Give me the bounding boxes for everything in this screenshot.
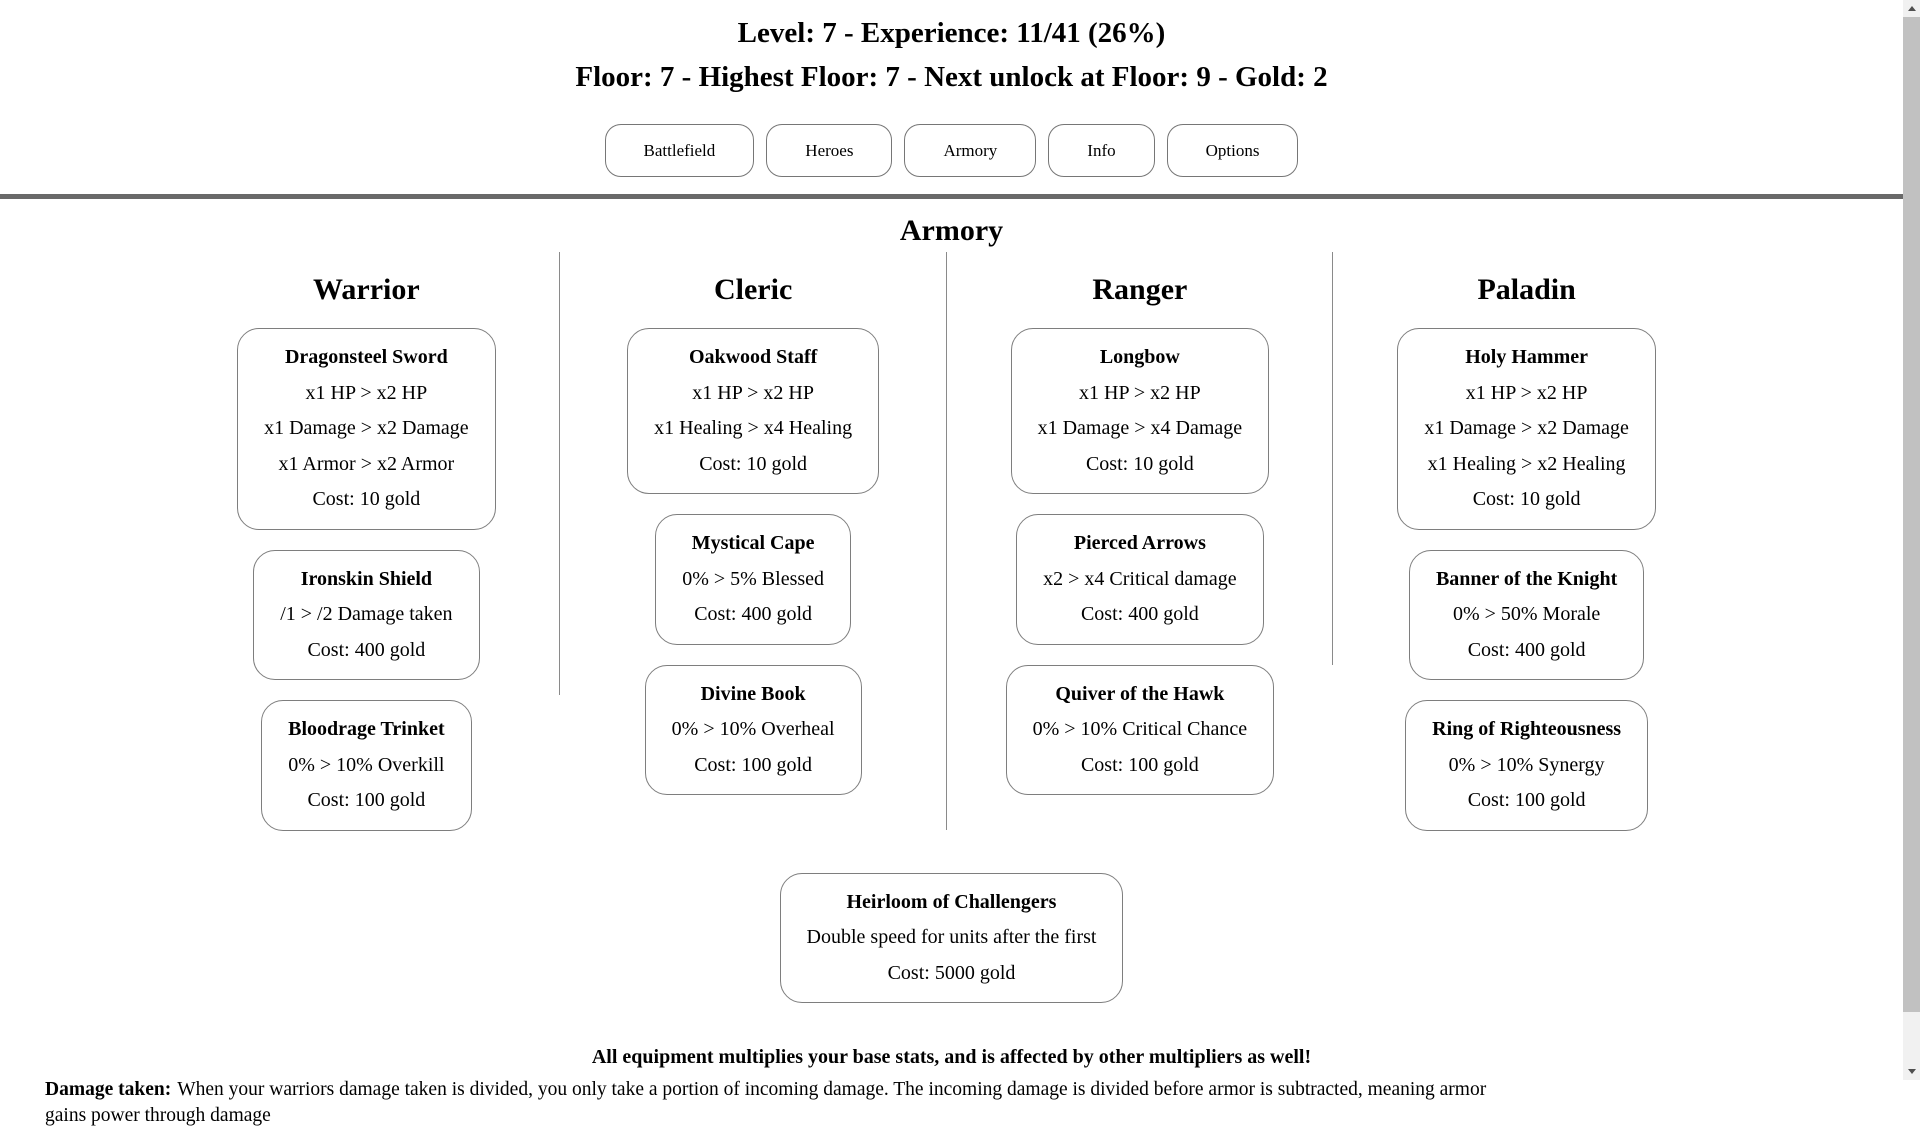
item-cost: Cost: 5000 gold <box>887 961 1016 984</box>
item-effect: x1 Damage > x2 Damage <box>1424 417 1629 439</box>
item-effect: x1 Damage > x4 Damage <box>1037 417 1243 439</box>
item-name: Longbow <box>1099 346 1180 368</box>
column-header: Ranger <box>1092 273 1188 306</box>
item-card-longbow[interactable]: Longbow x1 HP > x2 HP x1 Damage > x4 Dam… <box>1010 328 1270 494</box>
item-cost: Cost: 400 gold <box>1080 603 1199 625</box>
item-cost: Cost: 10 gold <box>1472 488 1581 510</box>
item-name: Mystical Cape <box>691 532 815 554</box>
item-cost: Cost: 10 gold <box>699 452 808 475</box>
nav-button-battlefield[interactable]: Battlefield <box>604 124 755 177</box>
scrollbar-thumb[interactable] <box>1903 17 1920 1012</box>
item-effect: x1 Healing > x2 Healing <box>1427 452 1626 475</box>
nav-button-armory[interactable]: Armory <box>904 124 1037 177</box>
scroll-down-button[interactable] <box>1903 1063 1920 1080</box>
item-name: Ring of Righteousness <box>1432 718 1622 740</box>
tip-term: Damage taken: <box>45 1079 172 1100</box>
item-card-pierced-arrows[interactable]: Pierced Arrows x2 > x4 Critical damage C… <box>1016 514 1264 645</box>
scroll-down-icon <box>1907 1069 1916 1074</box>
main-nav: Battlefield Heroes Armory Info Options <box>0 124 1903 177</box>
item-card-holy-hammer[interactable]: Holy Hammer x1 HP > x2 HP x1 Damage > x2… <box>1397 328 1656 530</box>
item-cost: Cost: 10 gold <box>1085 452 1194 475</box>
item-name: Quiver of the Hawk <box>1055 682 1225 705</box>
item-effect: 0% > 10% Synergy <box>1448 753 1605 776</box>
item-effect: /1 > /2 Damage taken <box>280 603 453 625</box>
item-name: Bloodrage Trinket <box>288 718 445 740</box>
special-item-row: Heirloom of Challengers Double speed for… <box>0 872 1903 1003</box>
tip-text: When your warriors damage taken is divid… <box>45 1079 1487 1126</box>
item-name: Oakwood Staff <box>688 346 818 368</box>
nav-button-info[interactable]: Info <box>1048 124 1155 177</box>
item-cost: Cost: 100 gold <box>1467 789 1586 811</box>
item-effect: x2 > x4 Critical damage <box>1043 567 1237 590</box>
item-card-heirloom-of-challengers[interactable]: Heirloom of Challengers Double speed for… <box>779 872 1124 1003</box>
item-cost: Cost: 100 gold <box>1080 753 1199 776</box>
nav-button-heroes[interactable]: Heroes <box>766 124 893 177</box>
item-card-oakwood-staff[interactable]: Oakwood Staff x1 HP > x2 HP x1 Healing >… <box>627 328 880 494</box>
item-card-ironskin-shield[interactable]: Ironskin Shield /1 > /2 Damage taken Cos… <box>253 549 480 680</box>
item-cost: Cost: 400 gold <box>694 603 813 625</box>
item-effect: x1 HP > x2 HP <box>1079 381 1201 404</box>
section-divider <box>0 194 1903 199</box>
column-ranger: Ranger Longbow x1 HP > x2 HP x1 Damage >… <box>947 274 1334 851</box>
column-divider <box>1332 252 1333 665</box>
game-page: Level: 7 - Experience: 11/41 (26%) Floor… <box>0 17 1903 1126</box>
item-effect: x1 HP > x2 HP <box>692 381 814 404</box>
item-cost: Cost: 100 gold <box>694 753 813 776</box>
column-header: Cleric <box>713 273 793 306</box>
equipment-note: All equipment multiplies your base stats… <box>591 1046 1312 1068</box>
item-card-divine-book[interactable]: Divine Book 0% > 10% Overheal Cost: 100 … <box>644 664 862 795</box>
column-header: Paladin <box>1477 273 1576 306</box>
item-effect: x1 Healing > x4 Healing <box>654 417 853 439</box>
item-effect: x1 Damage > x2 Damage <box>264 417 469 439</box>
item-card-ring-of-righteousness[interactable]: Ring of Righteousness 0% > 10% Synergy C… <box>1405 700 1649 831</box>
armory-columns: Warrior Dragonsteel Sword x1 HP > x2 HP … <box>173 274 1720 851</box>
column-divider <box>559 252 560 695</box>
item-card-dragonsteel-sword[interactable]: Dragonsteel Sword x1 HP > x2 HP x1 Damag… <box>237 328 496 530</box>
item-card-mystical-cape[interactable]: Mystical Cape 0% > 5% Blessed Cost: 400 … <box>655 514 852 645</box>
column-cleric: Cleric Oakwood Staff x1 HP > x2 HP x1 He… <box>560 274 947 851</box>
column-warrior: Warrior Dragonsteel Sword x1 HP > x2 HP … <box>173 274 560 851</box>
item-name: Dragonsteel Sword <box>284 346 448 368</box>
item-effect: x1 HP > x2 HP <box>1465 381 1588 404</box>
vertical-scrollbar[interactable] <box>1903 0 1920 1080</box>
item-effect: Double speed for units after the first <box>806 926 1097 948</box>
item-effect: 0% > 10% Overkill <box>288 753 445 776</box>
damage-taken-tip: Damage taken:When your warriors damage t… <box>45 1077 1515 1129</box>
item-effect: 0% > 5% Blessed <box>682 567 825 590</box>
item-name: Holy Hammer <box>1465 346 1588 368</box>
item-cost: Cost: 400 gold <box>307 638 426 661</box>
item-effect: 0% > 50% Morale <box>1452 603 1601 625</box>
nav-button-options[interactable]: Options <box>1166 124 1299 177</box>
column-divider <box>946 252 947 830</box>
item-name: Banner of the Knight <box>1435 567 1618 590</box>
item-cost: Cost: 100 gold <box>307 789 426 811</box>
column-header: Warrior <box>313 273 420 306</box>
floor-gold-line: Floor: 7 - Highest Floor: 7 - Next unloc… <box>575 61 1328 93</box>
page-title: Armory <box>899 214 1004 247</box>
item-name: Ironskin Shield <box>300 567 433 590</box>
column-paladin: Paladin Holy Hammer x1 HP > x2 HP x1 Dam… <box>1333 274 1720 851</box>
item-card-bloodrage-trinket[interactable]: Bloodrage Trinket 0% > 10% Overkill Cost… <box>261 700 472 831</box>
item-cost: Cost: 10 gold <box>312 488 421 510</box>
scroll-up-icon <box>1907 6 1916 11</box>
item-effect: x1 HP > x2 HP <box>305 381 428 404</box>
item-effect: 0% > 10% Overheal <box>671 718 835 740</box>
item-effect: x1 Armor > x2 Armor <box>278 452 455 475</box>
item-card-quiver-of-the-hawk[interactable]: Quiver of the Hawk 0% > 10% Critical Cha… <box>1005 664 1275 795</box>
scroll-up-button[interactable] <box>1903 0 1920 17</box>
item-effect: 0% > 10% Critical Chance <box>1032 718 1248 740</box>
item-cost: Cost: 400 gold <box>1467 638 1586 661</box>
item-name: Heirloom of Challengers <box>846 890 1057 913</box>
item-card-banner-of-the-knight[interactable]: Banner of the Knight 0% > 50% Morale Cos… <box>1408 549 1645 680</box>
item-name: Divine Book <box>700 682 806 705</box>
item-name: Pierced Arrows <box>1073 532 1206 554</box>
level-experience-line: Level: 7 - Experience: 11/41 (26%) <box>737 17 1166 49</box>
